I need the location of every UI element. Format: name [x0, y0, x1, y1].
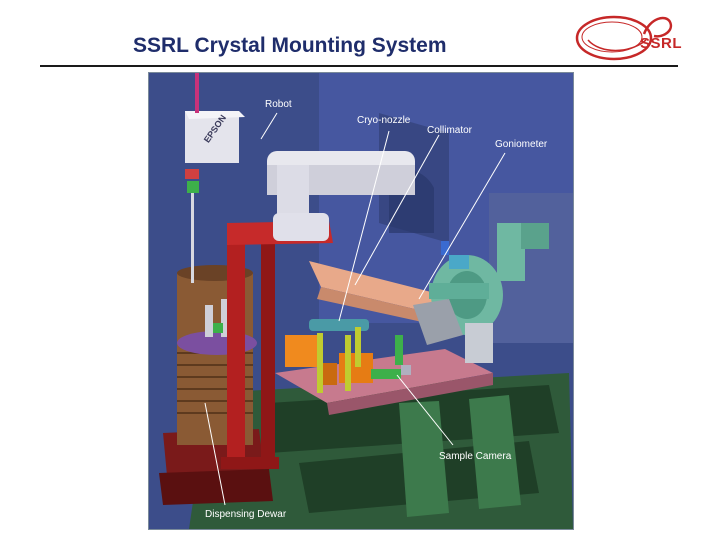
- ssrl-logo-icon: [575, 15, 673, 61]
- sample-camera: [371, 369, 401, 379]
- logo-text: SSRL: [640, 35, 683, 52]
- robot-head: [185, 111, 239, 163]
- page-title: SSRL Crystal Mounting System: [133, 34, 447, 57]
- cryo-nozzle-label: Cryo-nozzle: [357, 115, 411, 126]
- orange-block: [285, 335, 321, 367]
- dispensing-dewar-label: Dispensing Dewar: [205, 509, 287, 520]
- title-divider: [40, 65, 678, 67]
- sample-camera-label: Sample Camera: [439, 451, 512, 462]
- goniometer-label: Goniometer: [495, 139, 548, 150]
- cryo-nozzle: [309, 261, 449, 317]
- collimator-label: Collimator: [427, 125, 473, 136]
- support-frame-post: [227, 223, 245, 463]
- robot-label: Robot: [265, 99, 292, 110]
- goniometer-arm: [497, 223, 525, 281]
- collimator: [309, 319, 369, 331]
- crystal-mounting-diagram: EPSON: [148, 72, 574, 530]
